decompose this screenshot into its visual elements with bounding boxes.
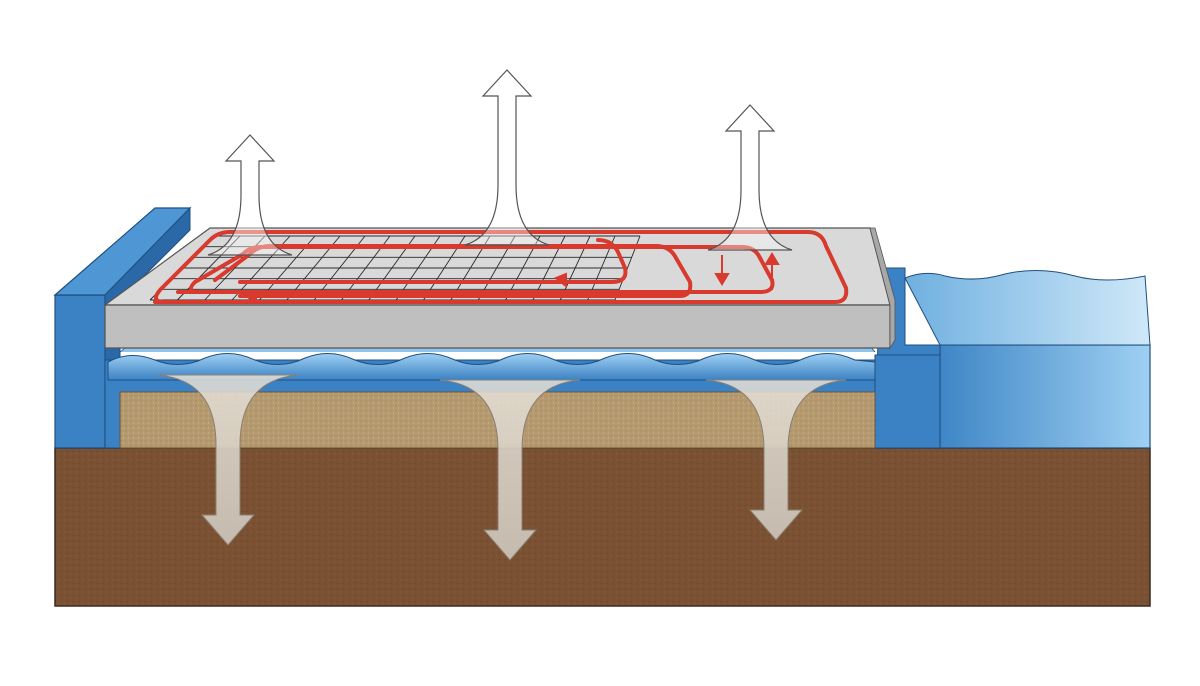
heat-down-arrow [439, 379, 581, 561]
heat-up-arrow [707, 104, 793, 251]
downward-heat-arrows [157, 374, 847, 561]
pipe-flow-arrows [243, 252, 780, 304]
heat-up-arrow [464, 69, 550, 246]
side-insulation [53, 206, 941, 449]
heat-up-arrow [207, 134, 293, 256]
upward-heat-arrows [207, 69, 793, 256]
heat-down-arrow [705, 379, 847, 541]
heat-down-arrow [157, 374, 299, 546]
